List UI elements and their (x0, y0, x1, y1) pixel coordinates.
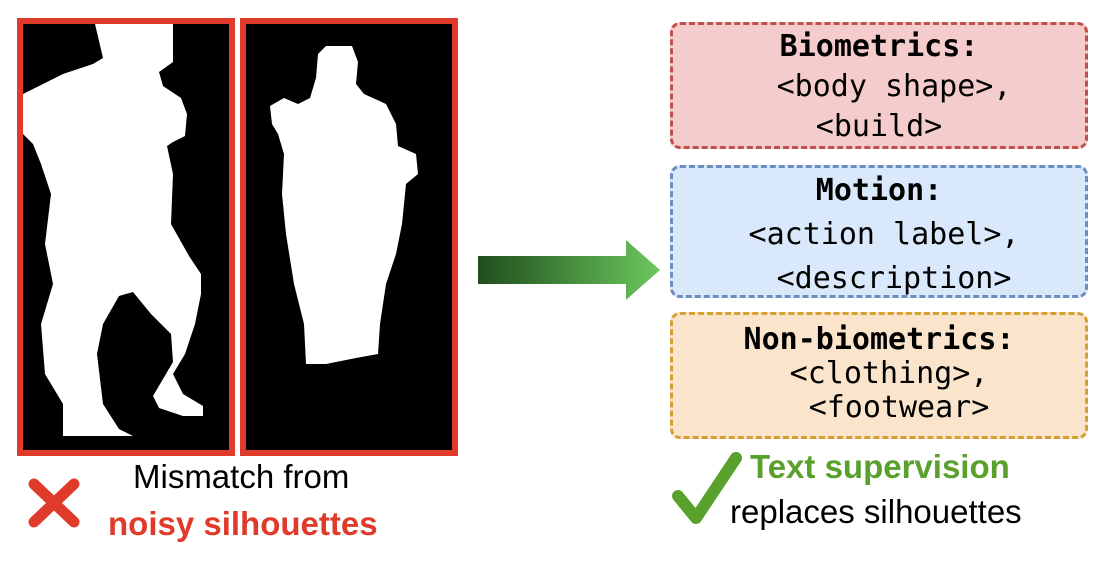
right-caption-line2: replaces silhouettes (730, 493, 1022, 530)
motion-title: Motion: (815, 173, 943, 208)
non-biometrics-title: Non-biometrics: (743, 322, 1015, 357)
motion-line2: <description> (776, 261, 1012, 296)
silhouette-frame-right (240, 18, 458, 456)
cross-icon (28, 478, 80, 528)
biometrics-box: Biometrics: <body shape>, <build> (670, 22, 1088, 149)
non-biometrics-line2: <footwear> (808, 390, 990, 425)
arrow-icon (478, 240, 660, 300)
non-biometrics-box: Non-biometrics: <clothing>, <footwear> (670, 312, 1088, 439)
silhouette-frame-left (17, 18, 235, 456)
non-biometrics-line1: <clothing>, (789, 356, 989, 391)
motion-box: Motion: <action label>, <description> (670, 165, 1088, 298)
biometrics-title: Biometrics: (779, 29, 979, 64)
left-caption-line1: Mismatch from (133, 458, 350, 495)
silhouette-image-left (23, 24, 203, 436)
right-caption-line1: Text supervision (750, 448, 1010, 485)
biometrics-line1: <body shape>, (776, 69, 1012, 104)
silhouette-image-right (251, 46, 418, 399)
biometrics-line2: <build> (815, 109, 943, 144)
checkmark-icon (672, 452, 742, 524)
left-caption-line2: noisy silhouettes (108, 505, 378, 542)
motion-line1: <action label>, (748, 217, 1020, 252)
